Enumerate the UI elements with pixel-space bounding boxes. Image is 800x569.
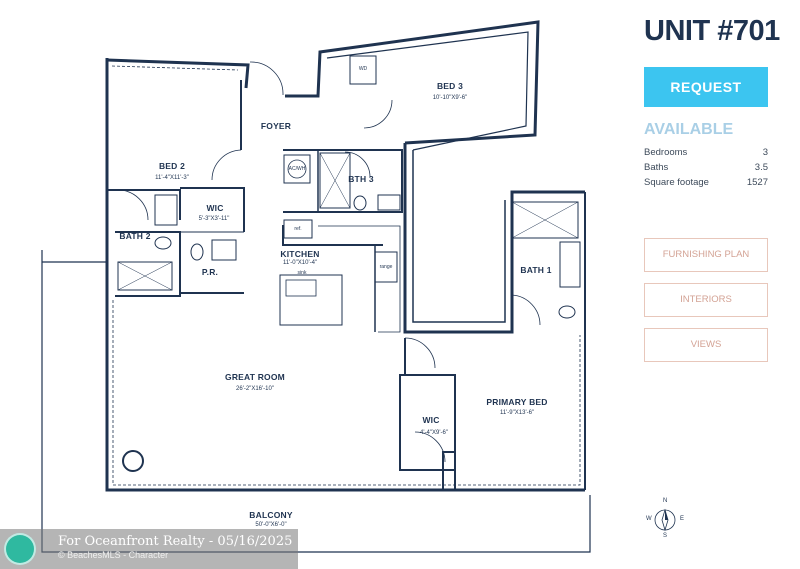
door-bed2 [211, 149, 242, 181]
room-label-bath2: BATH 2 [119, 231, 151, 241]
wall-foyer-top [285, 20, 540, 145]
vanity-bath1 [559, 241, 581, 288]
fact-label: Baths [644, 162, 669, 173]
fact-value: 3.5 [754, 162, 768, 173]
furnishing-plan-button[interactable]: FURNISHING PLAN [644, 238, 768, 272]
door-primary [404, 337, 436, 369]
room-dims-wic-primary: 4'-4"X9'-6" [420, 430, 448, 436]
wall-wic [180, 187, 245, 232]
room-label-bed3: BED 3 [436, 81, 464, 91]
wall-bath1-box [403, 143, 585, 334]
fact-label: Bedrooms [644, 147, 688, 158]
sink-box [285, 279, 317, 297]
room-dims-kitchen: 11'-0"X10'-4" [282, 260, 318, 266]
fixture-label-ref: ref. [294, 226, 302, 232]
vanity-pr [211, 239, 237, 261]
room-label-pr: P.R. [201, 267, 219, 277]
island [279, 274, 343, 326]
wall-bed3-inner [412, 150, 506, 323]
fixture-label-sink: sink [297, 270, 307, 276]
wall-bath2 [115, 231, 181, 297]
toilet-bath1 [558, 305, 576, 319]
request-button[interactable]: REQUEST [644, 67, 768, 107]
shower-bath1 [511, 201, 579, 239]
room-label-wic: WIC [206, 203, 224, 213]
room-label-kitchen: KITCHEN [280, 249, 320, 259]
door-foyer [249, 61, 284, 96]
room-dims-great-room: 26'-2"X16'-10" [236, 386, 274, 392]
shower-bth3 [319, 152, 351, 209]
fact-value: 3 [762, 147, 768, 158]
column [122, 450, 144, 472]
floor-plan [41, 20, 591, 553]
wall-kitchen [282, 225, 383, 246]
interiors-button[interactable]: INTERIORS [644, 283, 768, 317]
fixture-label-range: range [379, 264, 393, 270]
watermark-line1: For Oceanfront Realty - 05/16/2025 [58, 534, 293, 549]
wd-closet [349, 55, 377, 85]
window-line-bed2 [111, 65, 239, 71]
vanity-bath2 [154, 194, 178, 226]
toilet-bath2 [154, 236, 172, 250]
watermark: For Oceanfront Realty - 05/16/2025 © Bea… [0, 529, 298, 569]
compass-west: W [646, 516, 652, 522]
balcony-outline [41, 250, 591, 553]
realty-logo-icon [4, 533, 36, 565]
compass-icon [654, 508, 676, 532]
door-bed3 [363, 99, 393, 129]
room-label-bath1: BATH 1 [520, 265, 552, 275]
fixture-label-wd: WD [358, 66, 368, 72]
room-label-bth3: BTH 3 [348, 174, 374, 184]
acwh-closet [283, 154, 311, 184]
compass-south: S [663, 533, 668, 539]
watermark-line2: © BeachesMLS - Character [58, 550, 169, 560]
room-label-great-room: GREAT ROOM [225, 372, 285, 382]
fact-row-bedrooms: Bedrooms 3 [644, 145, 768, 160]
wall-bth3 [283, 149, 403, 213]
fact-row-square-footage: Square footage 1527 [644, 175, 768, 190]
unit-facts: Bedrooms 3 Baths 3.5 Square footage 1527 [644, 145, 768, 190]
views-button[interactable]: VIEWS [644, 328, 768, 362]
compass-east: E [680, 516, 685, 522]
outer-wall [105, 58, 585, 492]
room-label-wic-primary: WIC [422, 415, 440, 425]
compass-north: N [663, 498, 668, 504]
room-dims-bed3: 10'-10"X9'-6" [432, 95, 468, 101]
room-label-bed2: BED 2 [158, 161, 186, 171]
kitchen-counter [318, 225, 401, 333]
room-label-foyer: FOYER [260, 121, 292, 131]
door-bath1 [511, 294, 541, 326]
fact-row-baths: Baths 3.5 [644, 160, 768, 175]
availability-status: AVAILABLE [644, 121, 734, 138]
ref-box [283, 219, 313, 239]
window-line [112, 300, 581, 486]
compass: N S W E [645, 498, 685, 541]
room-dims-balcony: 50'-0"X6'-0" [255, 522, 287, 528]
door-wic2 [414, 431, 446, 463]
shower-bath2 [117, 261, 173, 291]
room-dims-primary-bed: 11'-9"X13'-6" [499, 410, 535, 416]
wic2-closet [442, 451, 456, 491]
fixture-label-acwh: AC/WH [288, 166, 306, 172]
unit-title: UNIT #701 [644, 15, 780, 47]
fact-value: 1527 [746, 177, 768, 188]
room-dims-wic: 5'-3"X3'-11" [198, 216, 230, 222]
toilet-bth3 [353, 195, 367, 211]
wall-bed2-bottom [107, 189, 181, 220]
room-label-primary-bed: PRIMARY BED [486, 397, 548, 407]
door-bath2 [117, 189, 149, 221]
wall-bed2-top [106, 58, 250, 89]
wall-bed3-inner-2 [326, 31, 529, 151]
range-box [374, 251, 398, 283]
door-bth3 [344, 151, 371, 178]
vanity-bth3 [377, 194, 401, 211]
room-label-balcony: BALCONY [249, 510, 293, 520]
toilet-pr [190, 243, 204, 261]
room-dims-bed2: 11'-4"X11'-3" [155, 175, 189, 181]
fact-label: Square footage [644, 177, 709, 188]
